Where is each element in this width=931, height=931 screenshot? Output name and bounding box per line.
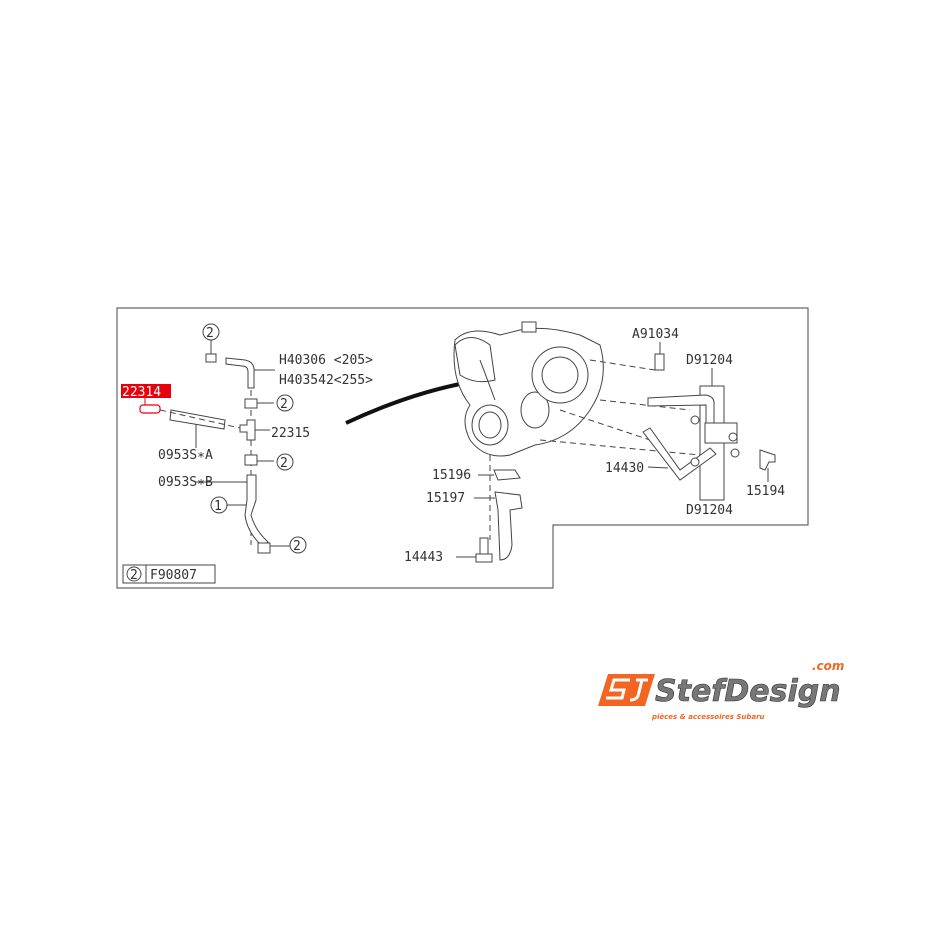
logo-badge-glyph	[606, 678, 648, 702]
callout-h40306[interactable]: H40306 <205>	[279, 353, 373, 368]
turbocharger	[453, 321, 604, 457]
legend-box: 2 F90807	[122, 564, 216, 584]
ref-marker: 1	[214, 499, 222, 514]
callout-d91204-bottom[interactable]: D91204	[686, 503, 733, 518]
callout-15194[interactable]: 15194	[746, 484, 785, 499]
ref-marker: 2	[206, 326, 214, 341]
leader-line	[345, 380, 471, 425]
logo-suffix: .com	[812, 659, 844, 673]
callout-22315[interactable]: 22315	[271, 426, 310, 441]
callout-a91034[interactable]: A91034	[632, 327, 679, 342]
callout-0953s-a[interactable]: 0953S∗A	[158, 448, 213, 463]
ref-marker: 2	[280, 397, 288, 412]
highlight-label-bg	[121, 384, 171, 398]
stud-a91034[interactable]	[654, 353, 665, 371]
stefdesign-logo: StefDesign .com pièces & accessoires Sub…	[598, 659, 844, 721]
legend-code: F90807	[150, 568, 197, 583]
bolt-14443[interactable]	[479, 537, 489, 557]
diagram-frame	[116, 307, 809, 589]
logo-brand: StefDesign	[655, 674, 841, 709]
gasket-15196[interactable]	[493, 469, 521, 481]
hose-assembly: 2 2 2 1 2	[159, 323, 307, 554]
callout-0953s-b[interactable]: 0953S∗B	[158, 475, 213, 490]
callout-15196[interactable]: 15196	[432, 468, 471, 483]
ref-marker: 2	[280, 456, 288, 471]
callout-15197[interactable]: 15197	[426, 491, 465, 506]
callout-h403542[interactable]: H403542<255>	[279, 373, 373, 388]
ref-marker: 2	[293, 539, 301, 554]
callout-22314[interactable]: 22314	[122, 385, 161, 400]
drain-pipe-15197[interactable]	[494, 491, 523, 561]
oil-pipe-14430[interactable]	[642, 427, 717, 481]
callout-14430[interactable]: 14430	[605, 461, 644, 476]
legend-marker: 2	[130, 568, 138, 583]
part-22314[interactable]	[139, 404, 161, 414]
logo-tagline: pièces & accessoires Subaru	[651, 713, 765, 721]
oil-pipe-upper[interactable]	[647, 394, 715, 426]
callout-d91204-top[interactable]: D91204	[686, 353, 733, 368]
bolt-15194[interactable]	[759, 449, 776, 471]
callout-14443[interactable]: 14443	[404, 550, 443, 565]
